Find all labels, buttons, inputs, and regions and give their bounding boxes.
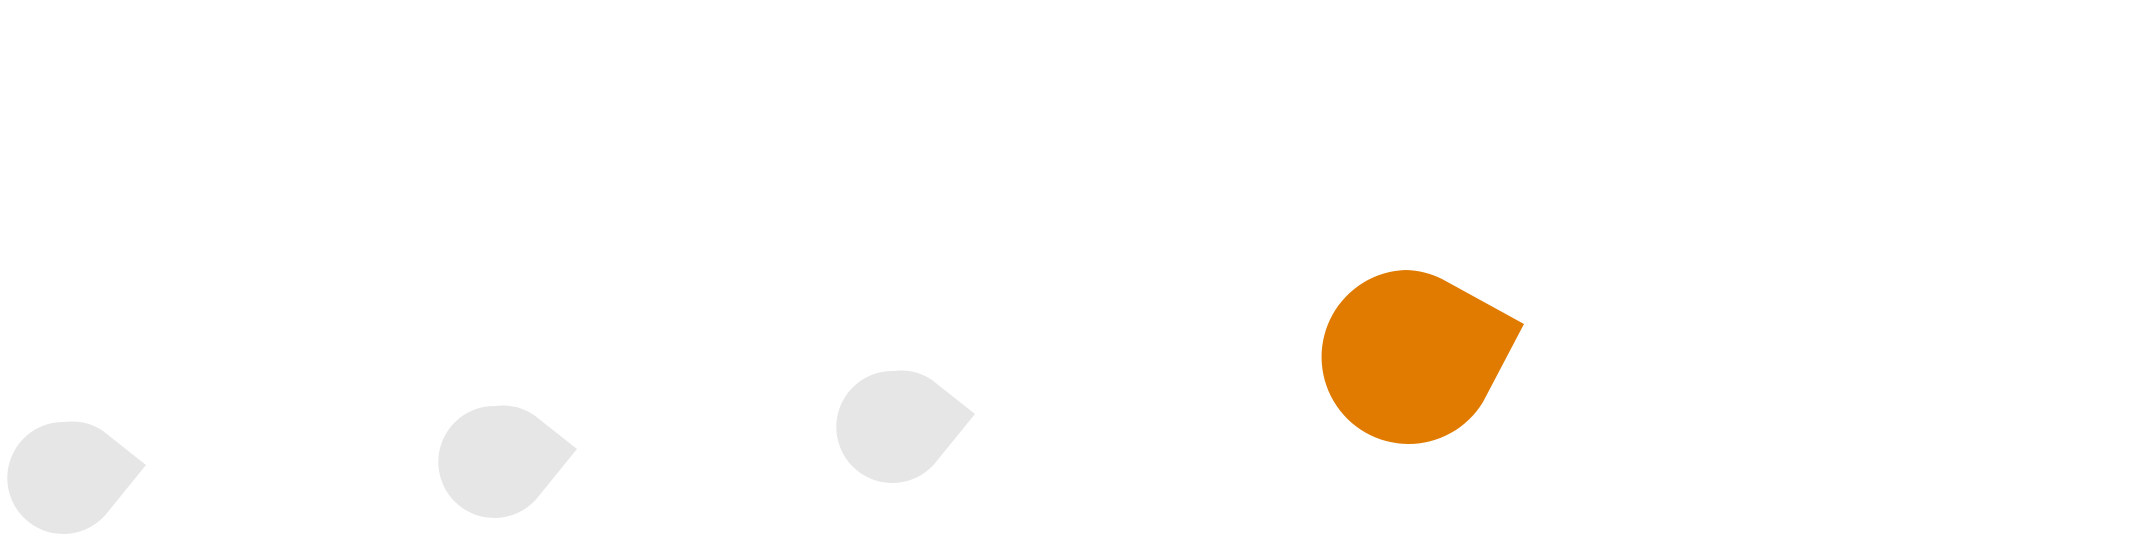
teardrop-marker-icon bbox=[836, 370, 975, 483]
teardrop-marker-icon bbox=[438, 405, 577, 518]
teardrop-marker-icon bbox=[1321, 270, 1524, 444]
teardrop-marker-icon bbox=[7, 421, 146, 534]
marker-2[interactable] bbox=[438, 405, 577, 518]
marker-3[interactable] bbox=[836, 370, 975, 483]
marker-1[interactable] bbox=[7, 421, 146, 534]
marker-4-active[interactable] bbox=[1321, 270, 1524, 444]
